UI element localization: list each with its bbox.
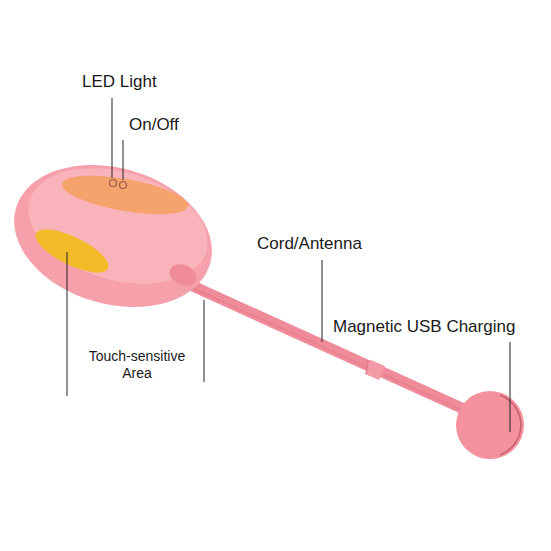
power-button — [120, 182, 127, 189]
leader-line — [510, 342, 511, 432]
leader-line — [112, 98, 113, 178]
leader-line — [204, 300, 205, 382]
part-label: Touch-sensitive Area — [76, 348, 198, 382]
part-label: Cord/Antenna — [257, 234, 362, 254]
egg-neck — [166, 260, 200, 290]
leader-line — [322, 260, 323, 342]
part-label: Magnetic USB Charging — [333, 317, 515, 337]
cord — [186, 283, 466, 410]
leader-line — [123, 140, 124, 180]
egg-highlight — [15, 149, 222, 304]
leader-line — [67, 252, 68, 396]
part-label: On/Off — [129, 115, 179, 135]
egg-body — [0, 143, 229, 329]
joint-edge — [366, 360, 368, 374]
cord-joint — [368, 367, 382, 373]
touch-pad-side — [30, 221, 114, 281]
cord-shade — [188, 286, 466, 412]
charging-ball — [456, 391, 524, 459]
touch-pad-top — [59, 168, 191, 222]
part-label: LED Light — [82, 72, 157, 92]
led-light — [110, 180, 117, 187]
